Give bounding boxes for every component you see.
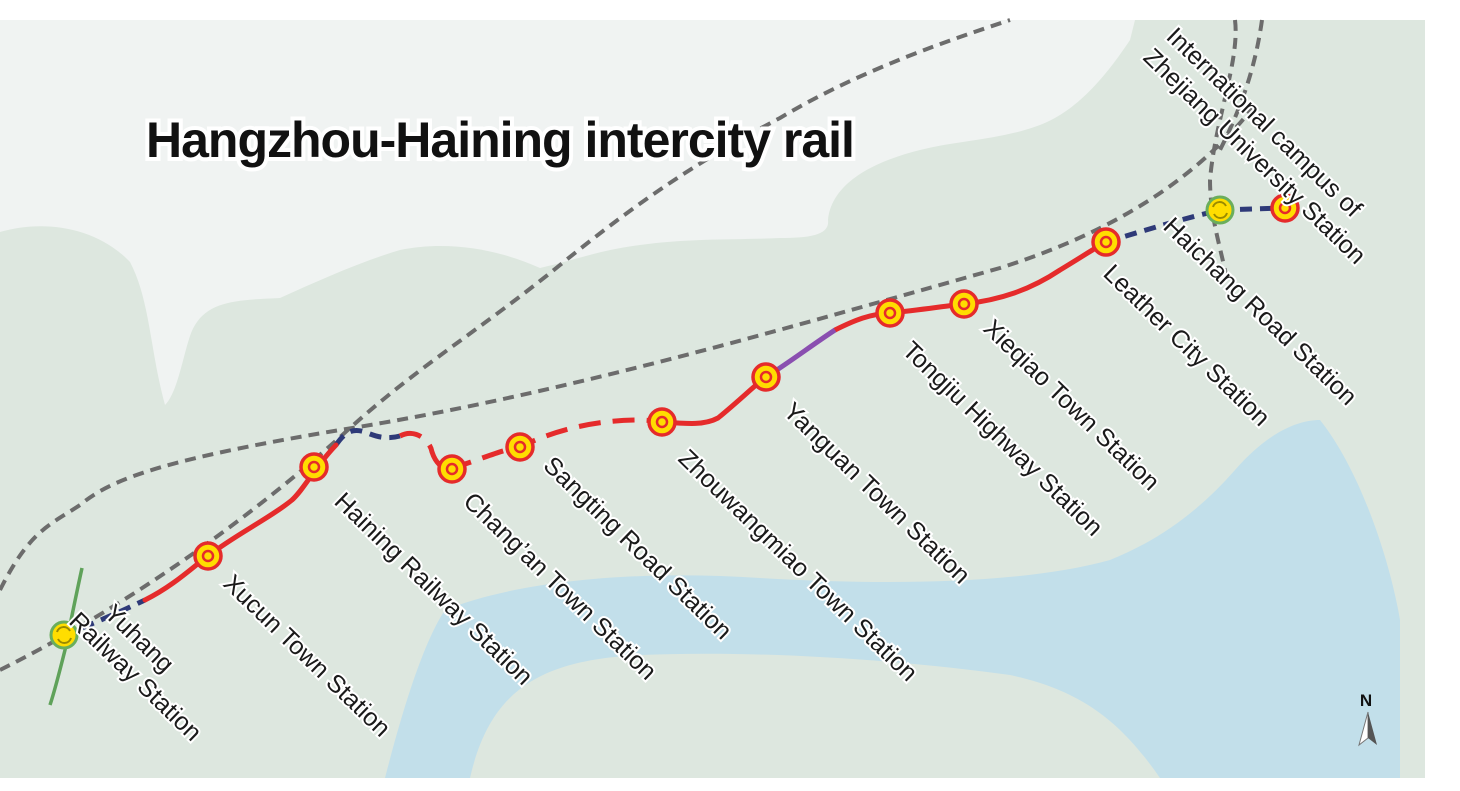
station-marker-icon <box>949 289 979 319</box>
station-zju-campus[interactable] <box>1270 193 1300 223</box>
station-yanguan[interactable] <box>751 362 781 392</box>
station-marker-icon <box>1270 193 1300 223</box>
station-marker-inner-icon <box>201 549 215 563</box>
station-marker-inner-icon <box>759 370 773 384</box>
railway-line-c <box>1207 19 1238 301</box>
station-haichang[interactable] <box>1205 195 1235 225</box>
station-haining[interactable] <box>299 452 329 482</box>
station-leather-city[interactable] <box>1091 227 1121 257</box>
station-marker-inner-icon <box>513 440 527 454</box>
station-sangting[interactable] <box>505 432 535 462</box>
station-xucun[interactable] <box>193 541 223 571</box>
station-marker-inner-icon <box>957 297 971 311</box>
station-marker-inner-icon <box>1099 235 1113 249</box>
north-compass: N <box>1358 691 1377 747</box>
station-marker-inner-icon <box>445 462 459 476</box>
station-tongjiu[interactable] <box>875 298 905 328</box>
station-marker-icon <box>1091 227 1121 257</box>
station-marker-icon <box>875 298 905 328</box>
interchange-arrows-icon <box>56 626 72 644</box>
station-markers <box>49 193 1300 650</box>
interchange-marker <box>1207 197 1233 223</box>
main-line-dashed <box>398 417 663 472</box>
station-marker-icon <box>647 407 677 437</box>
station-marker-inner-icon <box>655 415 669 429</box>
regular-stations <box>193 193 1300 571</box>
station-marker-icon <box>751 362 781 392</box>
station-changan[interactable] <box>437 454 467 484</box>
station-marker-inner-icon <box>1278 201 1292 215</box>
interchange-ring <box>1205 195 1235 225</box>
station-xieqiao[interactable] <box>949 289 979 319</box>
existing-railways <box>0 18 1264 672</box>
station-marker-inner-icon <box>883 306 897 320</box>
station-marker-inner-icon <box>307 460 321 474</box>
station-yuhang[interactable] <box>49 620 79 650</box>
river <box>385 420 1400 778</box>
interchange-marker <box>51 622 77 648</box>
map-title: Hangzhou-Haining intercity rail <box>146 112 854 168</box>
interchange-arrows-icon <box>1212 201 1228 219</box>
connector-haining <box>333 428 401 447</box>
station-zhouwangmiao[interactable] <box>647 407 677 437</box>
compass-label: N <box>1360 691 1372 710</box>
railway-line-a <box>0 18 1011 672</box>
interchange-ring <box>49 620 79 650</box>
railway-line-b <box>0 103 1257 591</box>
station-marker-icon <box>437 454 467 484</box>
green-line <box>48 567 84 706</box>
station-marker-icon <box>193 541 223 571</box>
station-marker-icon <box>505 432 535 462</box>
north-arrow-shade-icon <box>1368 712 1377 745</box>
station-marker-icon <box>299 452 329 482</box>
